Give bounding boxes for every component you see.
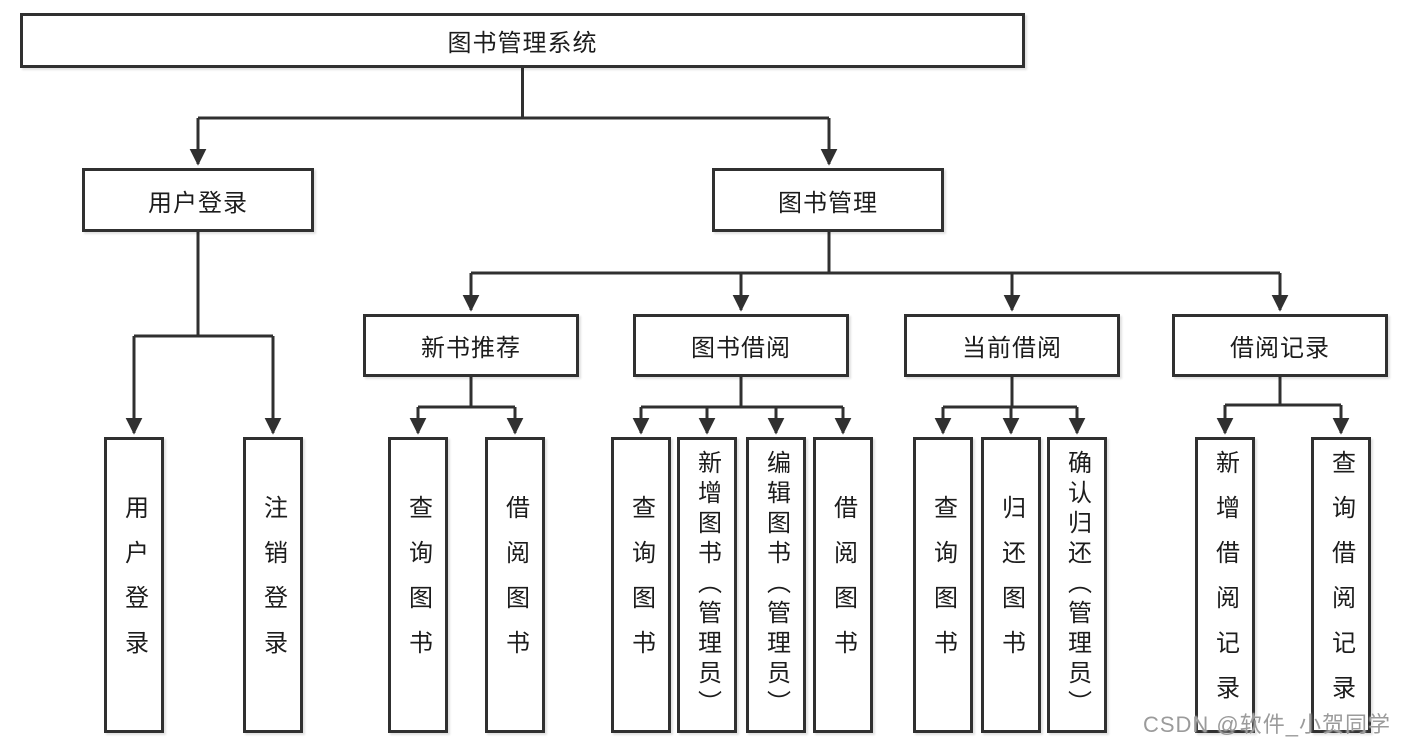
csdn-watermark: CSDN @软件_小贺同学 — [1142, 712, 1391, 737]
node-leaf-edit-book-admin: 编辑图书（管理员） — [746, 437, 806, 733]
node-leaf-borrow-books-1: 借阅图书 — [485, 437, 545, 733]
node-book-management-module: 图书管理 — [712, 168, 944, 232]
node-library-management-system: 图书管理系统 — [20, 13, 1025, 68]
node-leaf-logout: 注销登录 — [243, 437, 303, 733]
node-leaf-query-books-3: 查询图书 — [913, 437, 973, 733]
node-current-borrowing: 当前借阅 — [904, 314, 1120, 377]
node-leaf-borrow-books-2: 借阅图书 — [813, 437, 873, 733]
node-leaf-user-login: 用户登录 — [104, 437, 164, 733]
node-leaf-return-books: 归还图书 — [981, 437, 1041, 733]
node-leaf-query-borrow-record: 查询借阅记录 — [1311, 437, 1371, 733]
node-new-book-recommend: 新书推荐 — [363, 314, 579, 377]
node-leaf-add-book-admin: 新增图书（管理员） — [677, 437, 737, 733]
node-leaf-add-borrow-record: 新增借阅记录 — [1195, 437, 1255, 733]
node-borrowing-records: 借阅记录 — [1172, 314, 1388, 377]
node-user-login-module: 用户登录 — [82, 168, 314, 232]
node-leaf-confirm-return-admin: 确认归还（管理员） — [1047, 437, 1107, 733]
node-book-borrowing: 图书借阅 — [633, 314, 849, 377]
node-leaf-query-books-2: 查询图书 — [611, 437, 671, 733]
node-leaf-query-books-1: 查询图书 — [388, 437, 448, 733]
